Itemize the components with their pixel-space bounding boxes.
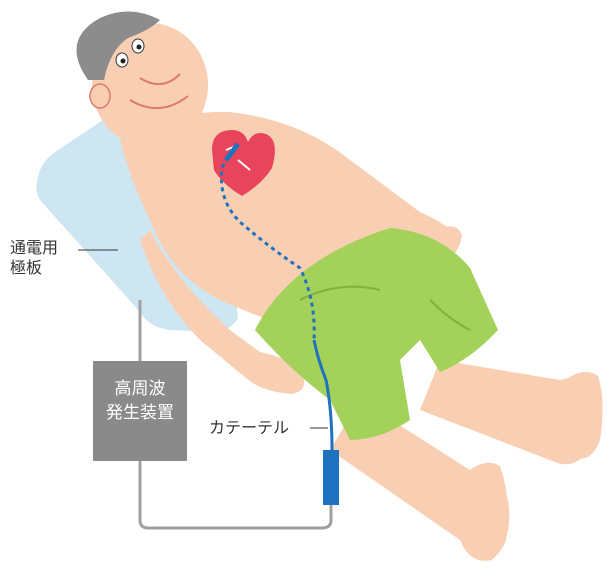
- generator-label-line1: 高周波: [93, 377, 187, 401]
- catheter-label: カテーテル: [209, 418, 289, 438]
- electrode-label-line2: 極板: [10, 258, 58, 278]
- generator-label-line2: 発生装置: [93, 401, 187, 425]
- electrode-label-line1: 通電用: [10, 238, 58, 258]
- catheter-handle: [323, 450, 339, 505]
- generator-cable: [140, 461, 331, 528]
- electrode-label: 通電用 極板: [10, 238, 58, 278]
- generator-label: 高周波 発生装置: [93, 377, 187, 425]
- generator-box: 高周波 発生装置: [93, 361, 187, 461]
